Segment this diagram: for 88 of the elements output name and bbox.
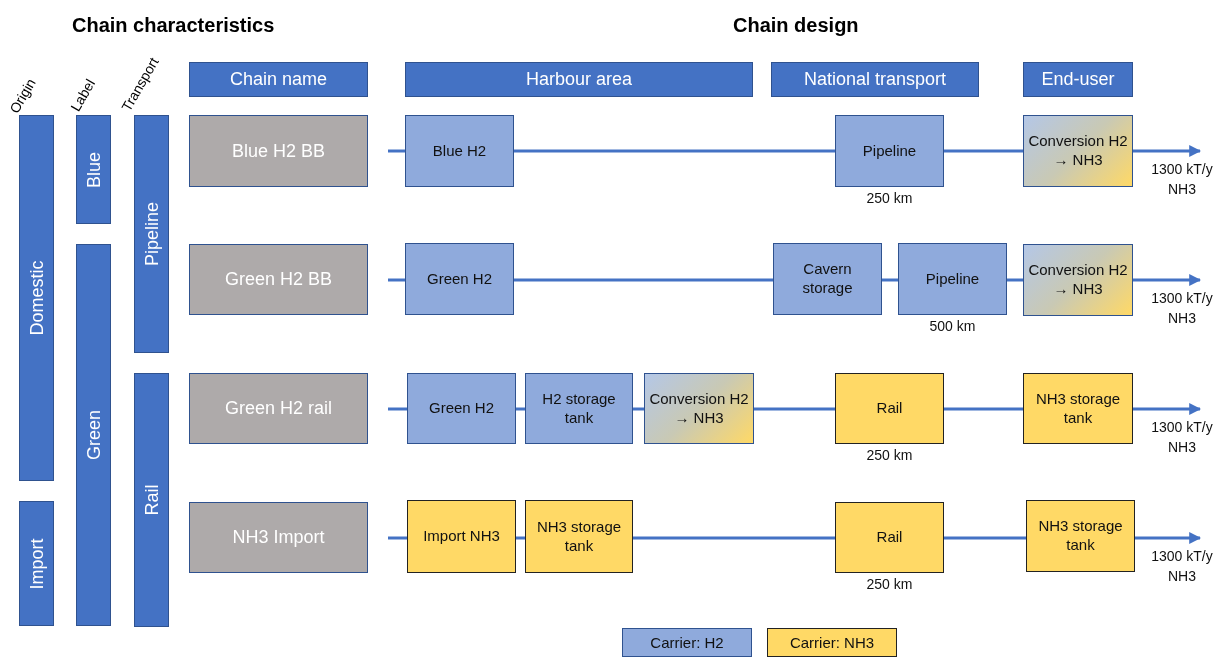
legend-label: Carrier: H2 bbox=[650, 634, 724, 651]
node-label: Harbour area bbox=[524, 68, 634, 91]
bar-label: Rail bbox=[140, 483, 163, 518]
section-title: Chain design bbox=[733, 14, 859, 37]
connector-line bbox=[633, 407, 644, 411]
node-label: Import NH3 bbox=[422, 527, 501, 546]
section-title: Chain characteristics bbox=[72, 14, 275, 37]
category-bar bbox=[19, 115, 54, 481]
distance-label: 500 km bbox=[929, 318, 976, 334]
arrow bbox=[1135, 532, 1202, 544]
process-box bbox=[1023, 115, 1133, 187]
connector-line bbox=[388, 149, 405, 153]
bar-label: Pipeline bbox=[140, 201, 163, 268]
node-label: NH3 storage tank bbox=[535, 517, 623, 556]
process-box bbox=[644, 373, 754, 444]
process-box bbox=[407, 373, 516, 444]
node-label: Green H2 bbox=[425, 269, 493, 289]
header-box bbox=[189, 62, 368, 97]
node-label: Conversion H2 → NH3 bbox=[648, 389, 750, 428]
process-box bbox=[1023, 373, 1133, 444]
node-label: Rail bbox=[875, 399, 904, 418]
node-label: Rail bbox=[875, 528, 904, 547]
process-box bbox=[1026, 500, 1135, 572]
process-box bbox=[898, 243, 1007, 315]
node-label: Cavern storage bbox=[801, 260, 854, 298]
chain-name-box bbox=[189, 502, 368, 573]
node-label: Blue H2 bbox=[431, 141, 488, 161]
node-label: NH3 storage tank bbox=[1037, 517, 1124, 555]
connector-line bbox=[516, 536, 525, 540]
connector-line bbox=[944, 536, 1026, 540]
category-bar bbox=[76, 115, 111, 224]
category-bar bbox=[19, 501, 54, 626]
connector-line bbox=[1007, 278, 1023, 282]
bar-label: Import bbox=[25, 537, 48, 591]
connector-line bbox=[516, 407, 525, 411]
connector-line bbox=[514, 278, 773, 282]
connector-line bbox=[944, 407, 1023, 411]
arrow bbox=[1133, 145, 1202, 157]
process-box bbox=[835, 373, 944, 444]
connector-line bbox=[388, 407, 407, 411]
category-bar bbox=[76, 244, 111, 626]
arrow bbox=[1133, 403, 1202, 415]
process-box bbox=[405, 243, 514, 315]
node-label: End-user bbox=[1040, 68, 1116, 91]
bar-label: Domestic bbox=[25, 259, 48, 338]
category-bar bbox=[134, 115, 169, 353]
node-label: Green H2 rail bbox=[223, 397, 333, 420]
chain-name-box bbox=[189, 115, 368, 187]
node-label: Blue H2 BB bbox=[230, 139, 327, 163]
process-box bbox=[835, 502, 944, 573]
process-box bbox=[525, 373, 633, 444]
category-bar bbox=[134, 373, 169, 627]
chain-name-box bbox=[189, 373, 368, 444]
process-box bbox=[525, 500, 633, 573]
distance-label: 250 km bbox=[866, 576, 913, 592]
bar-label: Blue bbox=[82, 150, 105, 190]
connector-line bbox=[944, 149, 1023, 153]
header-box bbox=[1023, 62, 1133, 97]
connector-line bbox=[388, 536, 407, 540]
header-box bbox=[771, 62, 979, 97]
process-box bbox=[1023, 244, 1133, 316]
node-label: NH3 storage tank bbox=[1034, 389, 1122, 428]
header-box bbox=[405, 62, 753, 97]
node-label: Pipeline bbox=[924, 269, 981, 289]
connector-line bbox=[882, 278, 898, 282]
connector-line bbox=[754, 407, 835, 411]
node-label: Conversion H2 → NH3 bbox=[1027, 132, 1129, 170]
process-box bbox=[773, 243, 882, 315]
bar-label: Green bbox=[82, 409, 105, 462]
process-box bbox=[407, 500, 516, 573]
node-label: Chain name bbox=[228, 68, 329, 91]
node-label: Green H2 BB bbox=[223, 268, 334, 291]
node-label: Green H2 bbox=[427, 399, 495, 418]
node-label: H2 storage tank bbox=[541, 389, 617, 428]
arrow bbox=[1133, 274, 1202, 286]
connector-line bbox=[633, 536, 835, 540]
node-label: Pipeline bbox=[861, 141, 918, 161]
process-box bbox=[835, 115, 944, 187]
node-label: National transport bbox=[802, 68, 948, 91]
connector-line bbox=[388, 278, 405, 282]
distance-label: 250 km bbox=[866, 190, 913, 206]
legend-label: Carrier: NH3 bbox=[789, 634, 875, 651]
node-label: Conversion H2 → NH3 bbox=[1027, 261, 1129, 299]
process-box bbox=[405, 115, 514, 187]
connector-line bbox=[514, 149, 835, 153]
distance-label: 250 km bbox=[866, 447, 913, 463]
node-label: NH3 Import bbox=[231, 526, 326, 549]
chain-name-box bbox=[189, 244, 368, 315]
